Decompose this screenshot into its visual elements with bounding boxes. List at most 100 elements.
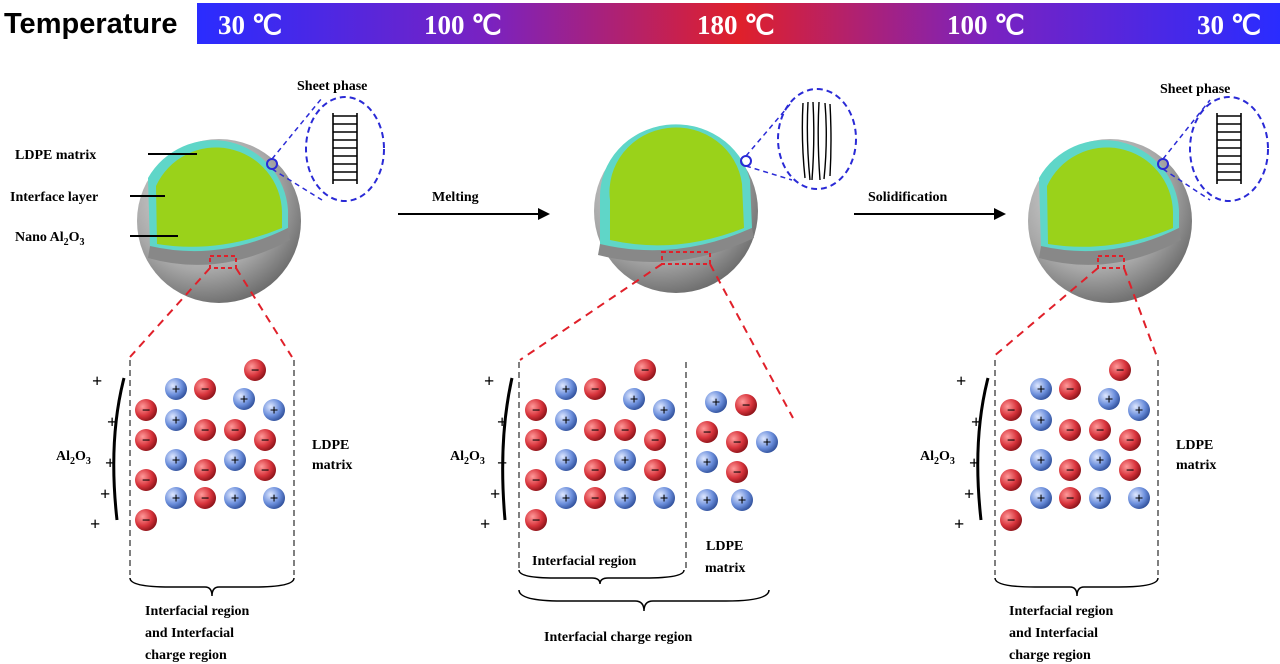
svg-text:−: − bbox=[201, 423, 210, 439]
svg-text:Solidification: Solidification bbox=[868, 190, 948, 205]
negative-charge: − bbox=[525, 399, 547, 421]
svg-text:+: + bbox=[240, 392, 249, 408]
svg-text:+: + bbox=[497, 453, 507, 473]
positive-charge: + bbox=[1030, 378, 1052, 400]
svg-text:+: + bbox=[105, 453, 115, 473]
svg-text:−: − bbox=[651, 433, 660, 449]
ldpe-matrix-label-1a: LDPE bbox=[312, 438, 349, 453]
svg-text:−: − bbox=[142, 403, 151, 419]
al2o3-label-1: Al2O3 bbox=[56, 449, 91, 467]
svg-text:−: − bbox=[641, 363, 650, 379]
svg-text:+: + bbox=[1135, 491, 1144, 507]
svg-text:+: + bbox=[630, 392, 639, 408]
negative-charge: − bbox=[1059, 487, 1081, 509]
negative-charge: − bbox=[1059, 378, 1081, 400]
svg-text:+: + bbox=[562, 382, 571, 398]
svg-text:+: + bbox=[172, 491, 181, 507]
ldpe-matrix-label-3a: LDPE bbox=[1176, 438, 1213, 453]
svg-text:+: + bbox=[763, 435, 772, 451]
amorphous-phase-inset bbox=[777, 88, 857, 190]
bracket-label-3c: charge region bbox=[1009, 648, 1091, 663]
svg-text:−: − bbox=[1007, 473, 1016, 489]
svg-text:−: − bbox=[1066, 423, 1075, 439]
svg-text:+: + bbox=[964, 484, 974, 504]
svg-text:+: + bbox=[231, 491, 240, 507]
temperature-stop-5: 30 ℃ bbox=[1197, 10, 1261, 40]
svg-text:−: − bbox=[1007, 433, 1016, 449]
ldpe-matrix-label-2b: matrix bbox=[705, 561, 745, 576]
stage-2: + + + + + Al2O3 −+−++−+−−−−++−−−+−++−+−−… bbox=[450, 88, 857, 645]
negative-charge: − bbox=[525, 509, 547, 531]
positive-charge: + bbox=[224, 487, 246, 509]
svg-text:+: + bbox=[172, 413, 181, 429]
negative-charge: − bbox=[254, 459, 276, 481]
temperature-stop-1: 30 ℃ bbox=[218, 10, 282, 40]
surface-charges-2: + + + + + bbox=[480, 371, 507, 534]
negative-charge: − bbox=[584, 459, 606, 481]
svg-text:−: − bbox=[591, 423, 600, 439]
particle-2 bbox=[594, 124, 758, 293]
svg-text:−: − bbox=[261, 433, 270, 449]
negative-charge: − bbox=[726, 431, 748, 453]
svg-text:−: − bbox=[621, 423, 630, 439]
svg-text:−: − bbox=[532, 513, 541, 529]
ldpe-matrix-label-3b: matrix bbox=[1176, 458, 1216, 473]
svg-text:+: + bbox=[270, 403, 279, 419]
negative-charge: − bbox=[584, 378, 606, 400]
positive-charge: + bbox=[263, 399, 285, 421]
svg-text:+: + bbox=[90, 514, 100, 534]
negative-charge: − bbox=[194, 459, 216, 481]
svg-text:+: + bbox=[1135, 403, 1144, 419]
svg-text:−: − bbox=[251, 363, 260, 379]
negative-charge: − bbox=[135, 399, 157, 421]
svg-text:+: + bbox=[703, 455, 712, 471]
particle-3 bbox=[1028, 139, 1192, 303]
svg-text:+: + bbox=[1037, 491, 1046, 507]
negative-charge: − bbox=[135, 509, 157, 531]
negative-charge: − bbox=[644, 429, 666, 451]
svg-text:−: − bbox=[1116, 363, 1125, 379]
charge-cluster-1: −+−++−+−−−−++−−−+−++− bbox=[135, 359, 285, 531]
svg-text:+: + bbox=[1096, 453, 1105, 469]
svg-text:+: + bbox=[270, 491, 279, 507]
svg-text:−: − bbox=[142, 473, 151, 489]
positive-charge: + bbox=[614, 449, 636, 471]
svg-text:Melting: Melting bbox=[432, 190, 479, 205]
svg-text:+: + bbox=[107, 412, 117, 432]
surface-charges-1: + + + + + bbox=[90, 371, 117, 534]
svg-text:−: − bbox=[651, 463, 660, 479]
positive-charge: + bbox=[224, 449, 246, 471]
positive-charge: + bbox=[555, 409, 577, 431]
bracket-label-1c: charge region bbox=[145, 648, 227, 663]
negative-charge: − bbox=[254, 429, 276, 451]
solidification-arrow: Solidification bbox=[854, 190, 1006, 220]
svg-text:+: + bbox=[100, 484, 110, 504]
bracket-label-1b: and Interfacial bbox=[145, 626, 234, 641]
svg-text:−: − bbox=[201, 463, 210, 479]
svg-text:−: − bbox=[1007, 403, 1016, 419]
svg-text:−: − bbox=[201, 491, 210, 507]
svg-text:−: − bbox=[733, 465, 742, 481]
positive-charge: + bbox=[705, 391, 727, 413]
negative-charge: − bbox=[194, 378, 216, 400]
negative-charge: − bbox=[1059, 419, 1081, 441]
negative-charge: − bbox=[1000, 429, 1022, 451]
svg-text:+: + bbox=[621, 453, 630, 469]
svg-text:−: − bbox=[1007, 513, 1016, 529]
svg-text:+: + bbox=[971, 412, 981, 432]
svg-text:−: − bbox=[1066, 491, 1075, 507]
negative-charge: − bbox=[696, 421, 718, 443]
label-nano-al2o3: Nano Al2O3 bbox=[15, 230, 85, 248]
positive-charge: + bbox=[653, 487, 675, 509]
svg-text:−: − bbox=[1066, 382, 1075, 398]
negative-charge: − bbox=[1000, 469, 1022, 491]
positive-charge: + bbox=[555, 449, 577, 471]
positive-charge: + bbox=[233, 388, 255, 410]
svg-text:+: + bbox=[1096, 491, 1105, 507]
interfacial-region-label: Interfacial region bbox=[532, 554, 637, 569]
interfacial-charge-region-label: Interfacial charge region bbox=[544, 630, 692, 645]
temperature-label: Temperature bbox=[4, 8, 178, 40]
svg-text:+: + bbox=[490, 484, 500, 504]
positive-charge: + bbox=[653, 399, 675, 421]
label-ldpe-matrix: LDPE matrix bbox=[15, 148, 96, 163]
